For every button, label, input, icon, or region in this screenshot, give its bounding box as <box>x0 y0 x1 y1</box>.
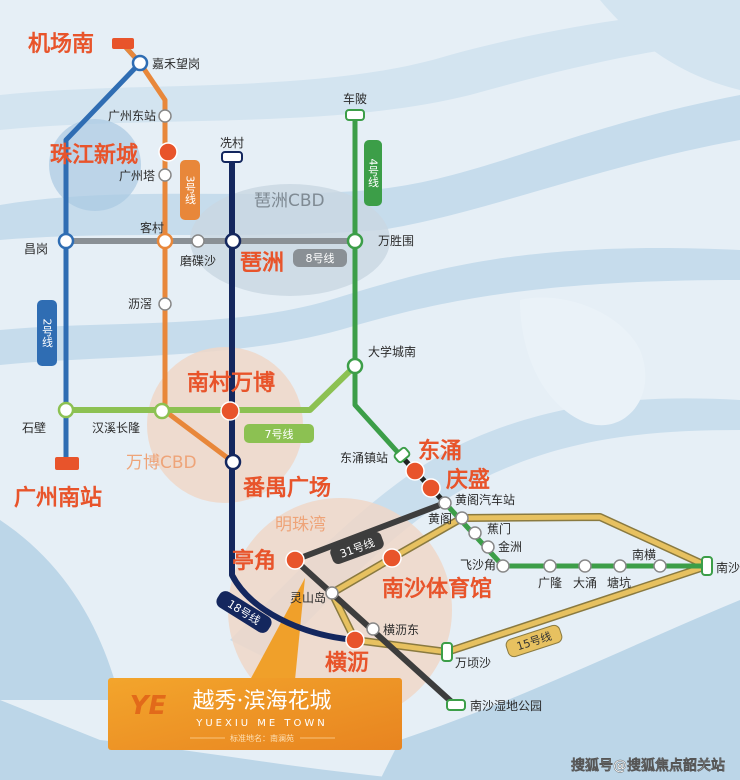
station-jinzhou: 金洲 <box>498 539 522 554</box>
highlight-jichangnan: 机场南 <box>28 32 94 57</box>
station-feishajiao: 飞沙角 <box>460 558 496 572</box>
banner-subtitle: YUEXIU ME TOWN <box>195 718 328 729</box>
highlight-pazhou: 琶洲 <box>240 251 284 276</box>
station-markers <box>55 38 713 711</box>
station-huangge: 黄阁 <box>428 512 452 526</box>
station-changgang: 昌岗 <box>24 242 48 256</box>
station-xiancun: 冼村 <box>220 136 244 150</box>
banner-note: 标准地名：南澜苑 <box>230 733 294 743</box>
station-guangzhoudongzhan: 广州东站 <box>108 109 156 123</box>
station-huanggeqichezhan: 黄阁汽车站 <box>455 492 515 507</box>
highlight-guangzhounanzhan: 广州南站 <box>14 485 102 511</box>
badge-line-4: 4号线 <box>364 140 382 206</box>
area-pazhou-cbd: 琶洲CBD <box>254 191 325 211</box>
highlight-dongchong: 东涌 <box>418 438 462 464</box>
station-dongchongzhenzhan: 东涌镇站 <box>340 451 388 465</box>
highlight-nanshatiyuguan: 南沙体育馆 <box>382 576 492 602</box>
station-nanheng: 南横 <box>632 547 656 562</box>
station-nanshashidigongyuan: 南沙湿地公园 <box>470 698 542 713</box>
svg-text:4号线: 4号线 <box>367 159 380 188</box>
banner-title: 越秀·滨海花城 <box>193 689 332 714</box>
line-18-path <box>229 154 358 643</box>
badge-line-2: 2号线 <box>37 300 57 366</box>
station-hanxichanglong: 汉溪长隆 <box>92 420 140 435</box>
station-guanglong: 广隆 <box>538 575 562 590</box>
station-lijiao: 沥滘 <box>128 297 152 311</box>
station-dachong: 大涌 <box>573 576 597 590</box>
station-henglidong: 横沥东 <box>383 623 419 637</box>
station-jiahewanggang: 嘉禾望岗 <box>152 57 200 71</box>
line-7-path <box>63 363 358 413</box>
station-wanshengwei: 万胜围 <box>378 233 414 248</box>
svg-text:3号线: 3号线 <box>184 176 197 205</box>
badge-line-8: 8号线 <box>293 249 347 267</box>
station-modiesha: 磨碟沙 <box>180 254 216 268</box>
highlight-nancunwanbo: 南村万博 <box>187 370 275 396</box>
station-labels: 嘉禾望岗 广州东站 广州塔 冼村 车陂 客村 昌岗 磨碟沙 万胜围 沥滘 大学城… <box>22 57 740 713</box>
station-tangkeng: 塘坑 <box>607 575 631 590</box>
highlight-qingsheng: 庆盛 <box>446 467 490 493</box>
station-lingshandao: 灵山岛 <box>290 590 326 605</box>
station-guangzhouta: 广州塔 <box>119 169 155 183</box>
station-wanqingsha: 万顷沙 <box>455 656 491 670</box>
project-banner[interactable]: YE 越秀·滨海花城 YUEXIU ME TOWN 标准地名：南澜苑 <box>108 678 402 750</box>
watermark: 搜狐号@搜狐焦点韶关站 <box>571 757 725 774</box>
badge-line-3: 3号线 <box>180 160 200 220</box>
station-kecun: 客村 <box>140 220 164 235</box>
highlight-tingjiao: 亭角 <box>232 548 276 574</box>
highlight-labels: 机场南 珠江新城 琶洲 南村万博 广州南站 番禺广场 东涌 庆盛 亭角 南沙体育… <box>14 32 492 676</box>
svg-text:8号线: 8号线 <box>306 251 335 265</box>
station-shibi: 石壁 <box>22 420 46 435</box>
svg-text:2号线: 2号线 <box>41 319 54 348</box>
area-labels: 琶洲CBD 万博CBD 明珠湾 <box>126 191 326 535</box>
highlight-panyuguangchang: 番禺广场 <box>242 475 331 501</box>
area-wanbo-cbd: 万博CBD <box>126 453 197 473</box>
station-daxuechengnan: 大学城南 <box>368 344 416 359</box>
brand-logo: YE <box>130 691 167 721</box>
area-mingzhuwan: 明珠湾 <box>275 515 326 535</box>
station-jiaomen: 蕉门 <box>487 521 511 536</box>
highlight-hengli: 横沥 <box>325 651 369 676</box>
banner-pointer <box>250 578 305 680</box>
station-nansha: 南沙 <box>716 560 740 575</box>
badge-line-7: 7号线 <box>244 424 314 443</box>
station-chebei: 车陂 <box>343 91 367 106</box>
svg-text:7号线: 7号线 <box>265 427 294 441</box>
highlight-zhujiangxincheng: 珠江新城 <box>50 142 138 168</box>
